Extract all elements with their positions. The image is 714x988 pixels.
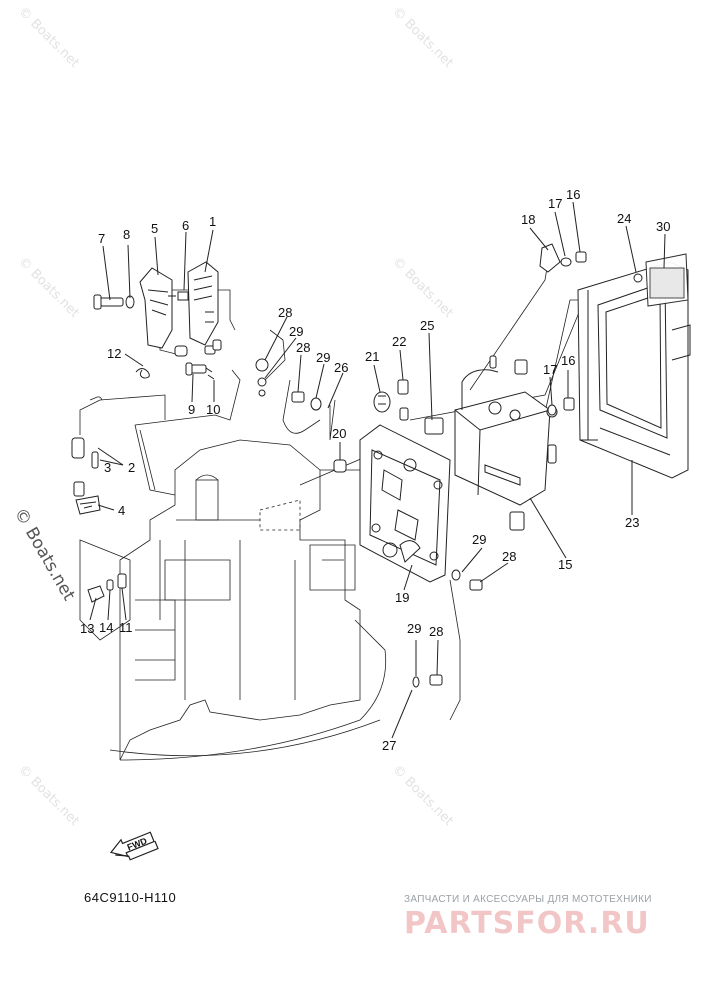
- grounding-hardware-upper: [255, 358, 347, 473]
- part-bracket-top-right: [539, 243, 587, 416]
- callout-10: 10: [206, 402, 220, 417]
- callout-17: 17: [543, 362, 557, 377]
- callout-28: 28: [429, 624, 443, 639]
- callout-23: 23: [625, 515, 639, 530]
- fwd-label: FWD: [126, 835, 149, 852]
- small-hardware-left: [93, 294, 222, 380]
- part-cdi-unit: [424, 355, 558, 531]
- part-mounting-plate: [359, 424, 451, 583]
- callout-19: 19: [395, 590, 409, 605]
- watermark-vertical: © Boats.net: [10, 505, 79, 605]
- watermark: © Boats.net: [15, 254, 82, 321]
- callout-28: 28: [278, 305, 292, 320]
- callout-16: 16: [561, 353, 575, 368]
- callout-29: 29: [407, 621, 421, 636]
- callout-6: 6: [182, 218, 189, 233]
- callout-24: 24: [617, 211, 631, 226]
- callout-12: 12: [107, 346, 121, 361]
- callout-29: 29: [289, 324, 303, 339]
- fwd-arrow-icon: FWD: [109, 831, 159, 861]
- watermark: © Boats.net: [389, 254, 456, 321]
- callout-21: 21: [365, 349, 379, 364]
- left-clips: [71, 437, 101, 515]
- callout-27: 27: [382, 738, 396, 753]
- watermark: © Boats.net: [15, 762, 82, 829]
- callout-13: 13: [80, 621, 94, 636]
- callout-4: 4: [118, 503, 125, 518]
- part-ground-lead: [412, 569, 483, 688]
- leader-lines: [89, 201, 666, 739]
- callout-5: 5: [151, 221, 158, 236]
- part-cover-plate: [577, 253, 691, 479]
- watermark: © Boats.net: [15, 4, 82, 71]
- diagram-code: 64C9110-H110: [84, 890, 177, 905]
- callout-29: 29: [316, 350, 330, 365]
- callout-7: 7: [98, 231, 105, 246]
- callout-28: 28: [296, 340, 310, 355]
- callout-20: 20: [332, 426, 346, 441]
- callout-30: 30: [656, 219, 670, 234]
- engine-block-outline: [79, 439, 387, 761]
- watermark: © Boats.net: [389, 4, 456, 71]
- callout-16: 16: [566, 187, 580, 202]
- callout-labels: 1 2 3 4 5 6 7 8 9 10 11 12 13 14 15 16 1…: [80, 187, 670, 753]
- callout-11: 11: [119, 620, 133, 635]
- part-bracket-cover: [139, 261, 219, 357]
- callout-15: 15: [558, 557, 572, 572]
- callout-18: 18: [521, 212, 535, 227]
- callout-14: 14: [99, 620, 113, 635]
- callout-1: 1: [209, 214, 216, 229]
- watermark: © Boats.net: [389, 762, 456, 829]
- callout-25: 25: [420, 318, 434, 333]
- callout-28: 28: [502, 549, 516, 564]
- callout-2: 2: [128, 460, 135, 475]
- callout-22: 22: [392, 334, 406, 349]
- callout-29: 29: [472, 532, 486, 547]
- callout-8: 8: [123, 227, 130, 242]
- callout-9: 9: [188, 402, 195, 417]
- shop-logo: PARTSFOR.RU: [404, 906, 650, 941]
- callout-3: 3: [104, 460, 111, 475]
- callout-26: 26: [334, 360, 348, 375]
- callout-17: 17: [548, 196, 562, 211]
- watermarks: © Boats.net © Boats.net © Boats.net © Bo…: [10, 4, 456, 829]
- shop-tagline: ЗАПЧАСТИ И АКСЕССУАРЫ ДЛЯ МОТОТЕХНИКИ: [404, 894, 652, 905]
- part-fasteners-middle: [373, 379, 409, 421]
